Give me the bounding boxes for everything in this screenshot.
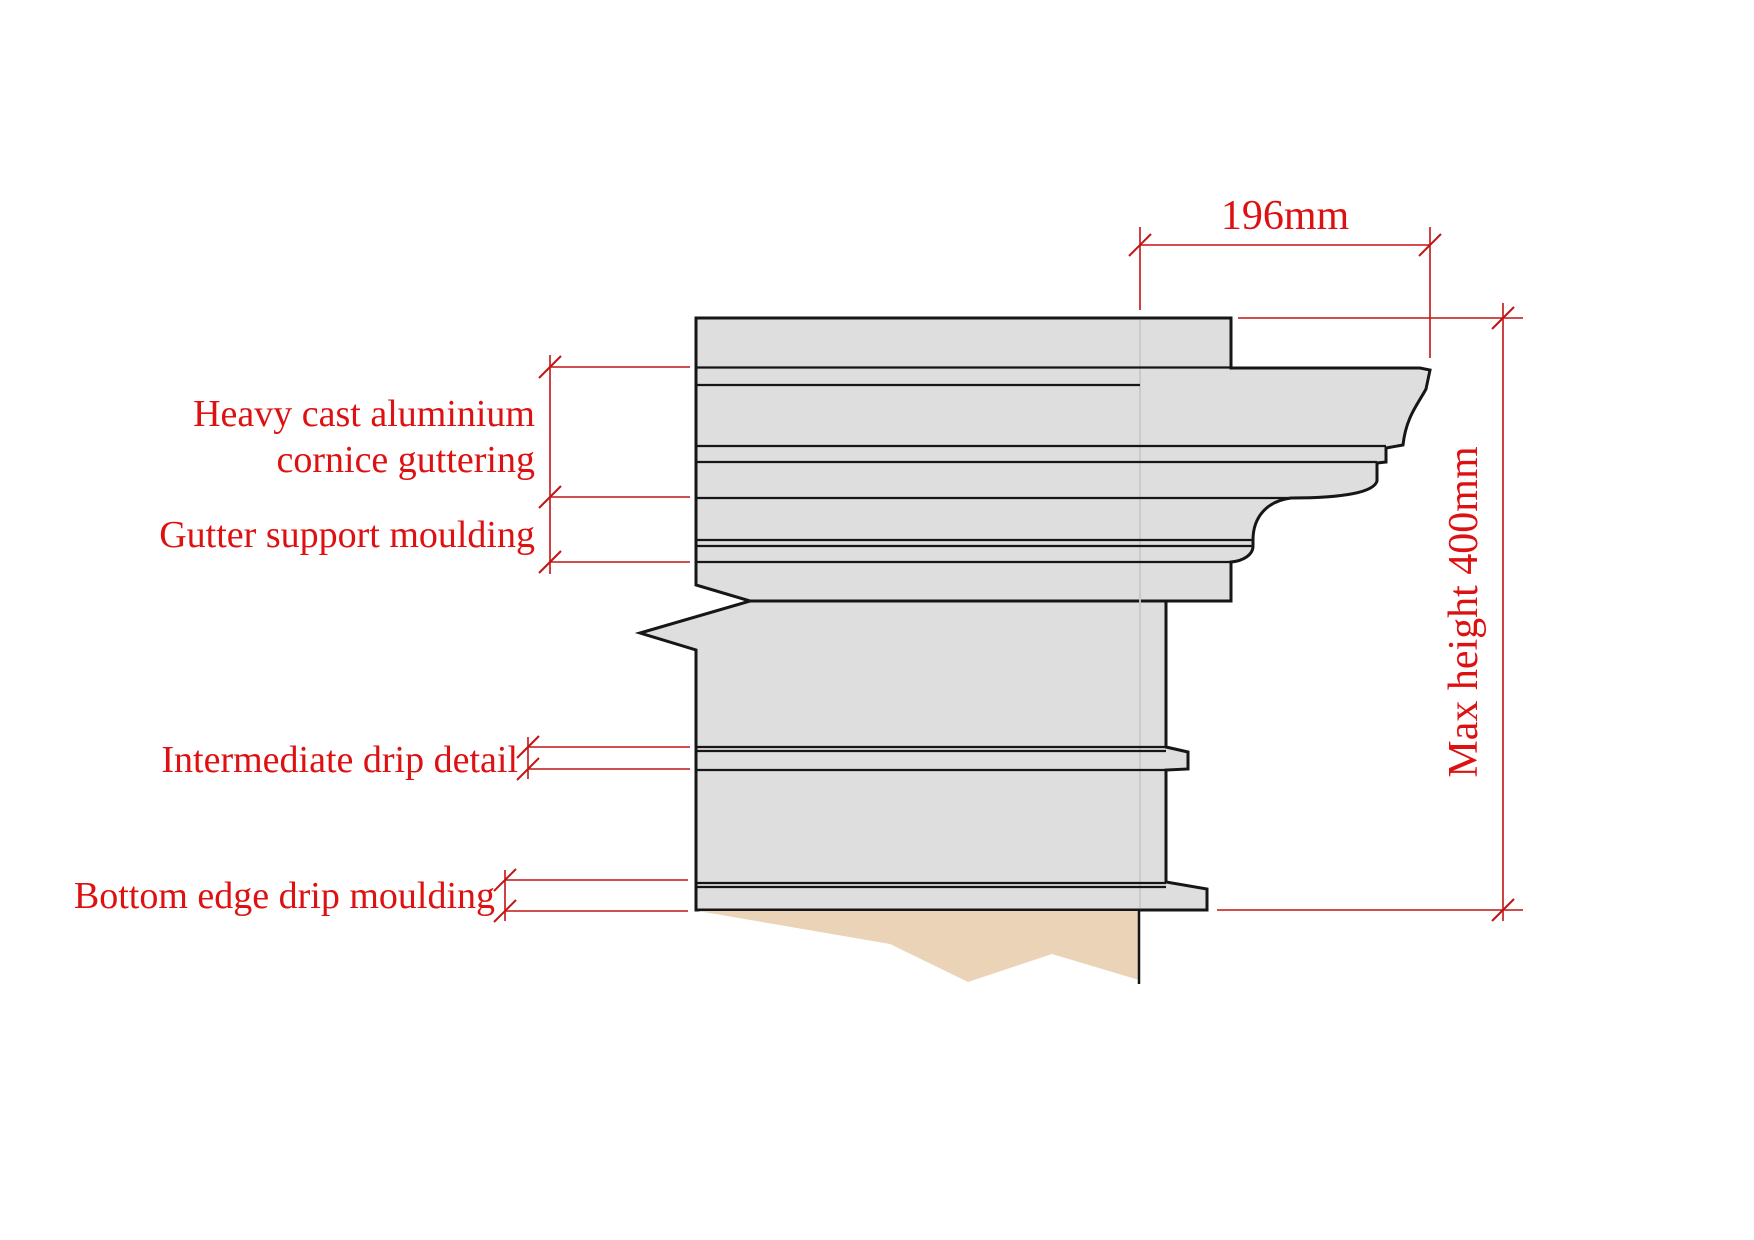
dimension-196mm-text: 196mm bbox=[1221, 193, 1350, 239]
leader-tick bbox=[516, 735, 540, 759]
cornice-profile bbox=[634, 316, 1432, 912]
label-intermediate-drip: Intermediate drip detail bbox=[161, 739, 518, 781]
leader-tick bbox=[516, 757, 540, 781]
dimension-196mm: 196mm bbox=[1128, 193, 1442, 358]
frieze-board-seams bbox=[696, 745, 1166, 889]
label-gutter-line2: cornice guttering bbox=[276, 439, 535, 481]
gutter-assembly-outline bbox=[694, 316, 1432, 603]
leader-tick bbox=[538, 485, 562, 509]
dimension-tick bbox=[1491, 898, 1515, 922]
dimension-max-height-text: Max height 400mm bbox=[1441, 446, 1487, 778]
label-gutter-line1: Heavy cast aluminium bbox=[193, 393, 535, 435]
wall-below-patch bbox=[698, 911, 1139, 982]
gutter-assembly-seams bbox=[696, 366, 1386, 564]
dimension-tick bbox=[1491, 306, 1515, 330]
leader-group-intermediate-drip: Intermediate drip detail bbox=[161, 735, 690, 781]
label-bottom-drip: Bottom edge drip moulding bbox=[74, 875, 495, 917]
leader-tick bbox=[493, 868, 517, 892]
leader-tick bbox=[493, 899, 517, 923]
label-gutter-support: Gutter support moulding bbox=[159, 514, 535, 556]
leader-group-gutter: Heavy cast aluminium cornice guttering G… bbox=[159, 355, 690, 574]
leader-tick bbox=[538, 550, 562, 574]
leader-group-bottom-drip: Bottom edge drip moulding bbox=[74, 868, 688, 923]
leader-tick bbox=[538, 355, 562, 379]
dimension-tick bbox=[1128, 233, 1152, 257]
dimension-max-height-400mm: Max height 400mm bbox=[1217, 303, 1523, 922]
dimension-tick bbox=[1418, 233, 1442, 257]
frieze-board-outline bbox=[634, 599, 1209, 912]
